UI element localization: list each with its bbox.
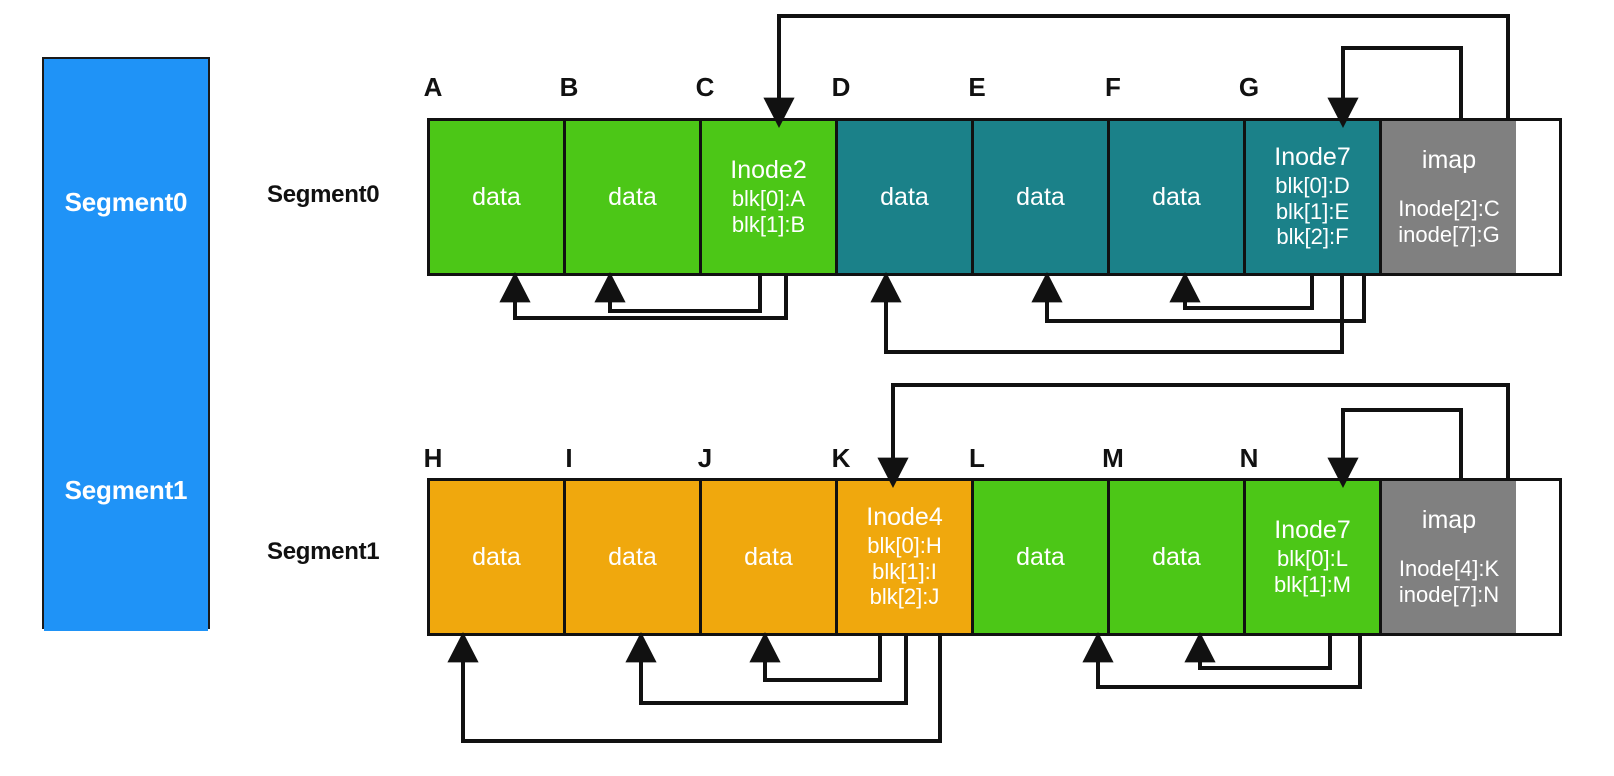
caption-k: K bbox=[831, 443, 851, 473]
caption-g: G bbox=[1238, 72, 1260, 102]
block-a-title: data bbox=[472, 182, 521, 211]
caption-e: E bbox=[968, 72, 986, 102]
caption-a: A bbox=[423, 72, 443, 102]
block-c-blk0: blk[0]:A bbox=[731, 185, 806, 211]
imap-segment1-title: imap bbox=[1421, 505, 1477, 534]
block-d[interactable]: data bbox=[838, 121, 974, 273]
arrow-imap0-to-c bbox=[763, 14, 1510, 129]
block-c-title: Inode2 bbox=[730, 155, 807, 184]
caption-j: J bbox=[697, 443, 713, 473]
block-imap-segment1[interactable]: imap Inode[4]:K inode[7]:N bbox=[1382, 481, 1516, 633]
block-c-inode2[interactable]: Inode2 blk[0]:A blk[1]:B bbox=[702, 121, 838, 273]
legend-segment0: Segment0 bbox=[44, 59, 208, 346]
imap-segment0-title: imap bbox=[1421, 145, 1477, 174]
block-k-blk1: blk[1]:I bbox=[872, 558, 937, 584]
block-n-inode7[interactable]: Inode7 blk[0]:L blk[1]:M bbox=[1246, 481, 1382, 633]
caption-i: I bbox=[565, 443, 573, 473]
block-g-blk1: blk[1]:E bbox=[1275, 198, 1350, 224]
block-g-inode7[interactable]: Inode7 blk[0]:D blk[1]:E blk[2]:F bbox=[1246, 121, 1382, 273]
block-b[interactable]: data bbox=[566, 121, 702, 273]
arrow-inode2-to-b bbox=[594, 271, 762, 313]
imap-segment0-entry-0: Inode[2]:C bbox=[1398, 195, 1500, 221]
row-label-segment0: Segment0 bbox=[267, 181, 380, 208]
block-g-blk0: blk[0]:D bbox=[1275, 172, 1350, 198]
block-n-blk1: blk[1]:M bbox=[1273, 571, 1352, 597]
imap-segment1-entry-1: inode[7]:N bbox=[1398, 581, 1500, 607]
block-k-blk0: blk[0]:H bbox=[867, 532, 942, 558]
block-n-blk0: blk[0]:L bbox=[1277, 545, 1348, 571]
block-e-title: data bbox=[1016, 182, 1065, 211]
arrow-inode7a-to-f bbox=[1169, 271, 1314, 310]
block-i[interactable]: data bbox=[566, 481, 702, 633]
block-m-title: data bbox=[1152, 542, 1201, 571]
block-d-title: data bbox=[880, 182, 929, 211]
caption-n: N bbox=[1239, 443, 1259, 473]
segment1-strip: data data data Inode4 blk[0]:H blk[1]:I … bbox=[427, 478, 1562, 636]
segment0-strip: data data Inode2 blk[0]:A blk[1]:B data … bbox=[427, 118, 1562, 276]
imap-segment0-entry-1: inode[7]:G bbox=[1398, 221, 1500, 247]
caption-d: D bbox=[831, 72, 851, 102]
block-h-title: data bbox=[472, 542, 521, 571]
block-l[interactable]: data bbox=[974, 481, 1110, 633]
block-m[interactable]: data bbox=[1110, 481, 1246, 633]
block-f[interactable]: data bbox=[1110, 121, 1246, 273]
block-j[interactable]: data bbox=[702, 481, 838, 633]
block-n-title: Inode7 bbox=[1274, 515, 1351, 544]
caption-f: F bbox=[1105, 72, 1121, 102]
arrow-inode4-to-j bbox=[625, 631, 908, 705]
block-i-title: data bbox=[608, 542, 657, 571]
legend-segment1: Segment1 bbox=[44, 350, 208, 631]
block-k-inode4[interactable]: Inode4 blk[0]:H blk[1]:I blk[2]:J bbox=[838, 481, 974, 633]
block-a[interactable]: data bbox=[430, 121, 566, 273]
arrow-inode4-to-h bbox=[749, 631, 882, 682]
caption-c: C bbox=[695, 72, 715, 102]
block-h[interactable]: data bbox=[430, 481, 566, 633]
block-c-blk1: blk[1]:B bbox=[731, 211, 806, 237]
arrow-imap0-to-g bbox=[1327, 46, 1463, 129]
block-j-title: data bbox=[744, 542, 793, 571]
block-imap-segment0[interactable]: imap Inode[2]:C inode[7]:G bbox=[1382, 121, 1516, 273]
arrow-imap1-to-n bbox=[1327, 408, 1463, 489]
caption-b: B bbox=[559, 72, 579, 102]
arrow-inode7b-to-m bbox=[1184, 631, 1332, 670]
block-b-title: data bbox=[608, 182, 657, 211]
segment-legend: Segment0 Segment1 bbox=[42, 57, 210, 631]
arrow-inode7a-to-e bbox=[1031, 271, 1366, 323]
block-k-title: Inode4 bbox=[866, 502, 943, 531]
caption-l: L bbox=[969, 443, 985, 473]
caption-m: M bbox=[1102, 443, 1124, 473]
arrow-inode7b-to-l bbox=[1082, 631, 1362, 689]
arrow-inode2-to-a bbox=[499, 271, 788, 320]
legend-segment0-label: Segment0 bbox=[64, 187, 188, 217]
arrow-inode7a-to-d bbox=[870, 271, 1344, 354]
block-f-title: data bbox=[1152, 182, 1201, 211]
caption-h: H bbox=[423, 443, 443, 473]
block-l-title: data bbox=[1016, 542, 1065, 571]
legend-segment1-label: Segment1 bbox=[64, 475, 188, 505]
block-g-title: Inode7 bbox=[1274, 142, 1351, 171]
imap-segment1-entry-0: Inode[4]:K bbox=[1398, 555, 1500, 581]
block-k-blk2: blk[2]:J bbox=[869, 584, 940, 610]
block-e[interactable]: data bbox=[974, 121, 1110, 273]
arrow-inode4-to-i bbox=[447, 631, 942, 743]
row-label-segment1: Segment1 bbox=[267, 538, 380, 565]
block-g-blk2: blk[2]:F bbox=[1276, 224, 1349, 250]
